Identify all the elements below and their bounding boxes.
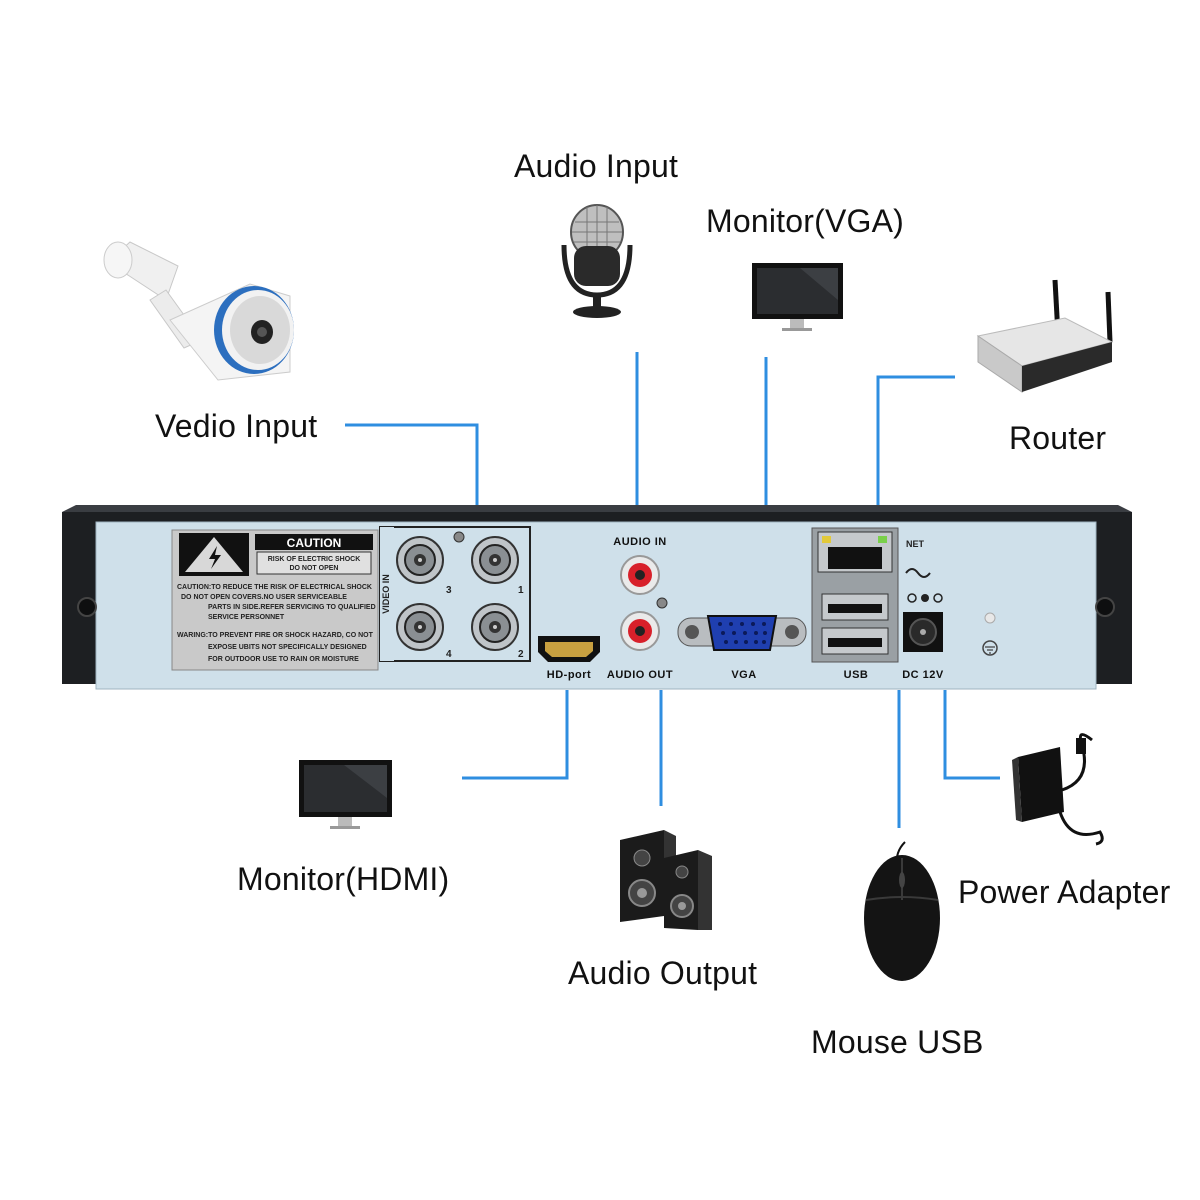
warning-line: PARTS IN SIDE.REFER SERVICING TO QUALIFI… <box>208 604 376 611</box>
audio-in-label: AUDIO IN <box>613 536 667 548</box>
connector-lines <box>345 352 1000 828</box>
warning-line: EXPOSE UBITS NOT SPECIFICALLY DESIGNED <box>208 644 367 651</box>
caution-sub2: DO NOT OPEN <box>289 565 338 572</box>
net-usb-block: USB NET <box>811 527 925 681</box>
monitor-vga-icon <box>752 263 843 331</box>
vga-label: VGA <box>731 669 756 681</box>
caution-sticker: CAUTION RISK OF ELECTRIC SHOCK DO NOT OP… <box>171 529 379 671</box>
audio-output-label: Audio Output <box>568 955 758 991</box>
router-icon <box>976 279 1114 393</box>
bnc-number: 1 <box>518 585 524 596</box>
net-label: NET <box>906 539 925 549</box>
warning-line: FOR OUTDOOR USE TO RAIN OR MOISTURE <box>208 656 359 663</box>
hdmi-port: HD-port <box>538 636 600 681</box>
bnc-number: 3 <box>446 585 452 596</box>
caution-title: CAUTION <box>287 536 342 550</box>
microphone-icon <box>561 204 633 318</box>
video-in-label: VIDEO IN <box>381 574 391 614</box>
monitor-hdmi-icon <box>299 760 392 829</box>
bnc-number: 2 <box>518 649 524 660</box>
dc-power-port: DC 12V <box>902 568 944 681</box>
power-adapter-label: Power Adapter <box>958 874 1171 910</box>
monitor-vga-label: Monitor(VGA) <box>706 203 904 239</box>
vga-port: VGA <box>677 615 807 681</box>
bnc-connectors <box>396 536 519 651</box>
usb-label: USB <box>844 669 869 681</box>
bnc-connector-3 <box>396 536 444 584</box>
warning-line: CAUTION:TO REDUCE THE RISK OF ELECTRICAL… <box>177 584 372 591</box>
bnc-connector-1 <box>471 536 519 584</box>
line-power-adapter <box>943 690 1000 780</box>
mouse-icon <box>864 841 940 981</box>
audio-out-label: AUDIO OUT <box>607 669 673 681</box>
vedio-input-label: Vedio Input <box>155 408 318 444</box>
bnc-connector-2 <box>471 603 519 651</box>
hd-port-label: HD-port <box>547 669 591 681</box>
video-in-block: VIDEO IN 3 1 4 2 <box>379 526 531 662</box>
line-router <box>876 375 955 505</box>
line-video-input <box>345 423 479 505</box>
monitor-hdmi-label: Monitor(HDMI) <box>237 861 450 897</box>
warning-line: WARING:TO PREVENT FIRE OR SHOCK HAZARD, … <box>177 632 374 639</box>
dc-label: DC 12V <box>902 669 944 681</box>
power-adapter-icon <box>1012 733 1104 846</box>
router-label: Router <box>1009 420 1107 456</box>
warning-line: DO NOT OPEN COVERS.NO USER SERVICEABLE <box>181 594 347 601</box>
caution-sub1: RISK OF ELECTRIC SHOCK <box>268 556 361 563</box>
line-monitor-hdmi <box>462 690 569 780</box>
mouse-usb-label: Mouse USB <box>811 1024 984 1060</box>
audio-input-label: Audio Input <box>514 148 679 184</box>
dvr-back-panel: CAUTION RISK OF ELECTRIC SHOCK DO NOT OP… <box>62 505 1132 690</box>
ground-icon <box>982 640 998 656</box>
bnc-number: 4 <box>446 649 452 660</box>
warning-line: SERVICE PERSONNET <box>208 614 285 621</box>
bnc-connector-4 <box>396 603 444 651</box>
audio-ports: AUDIO IN AUDIO OUT <box>607 536 673 681</box>
camera-icon <box>103 241 294 381</box>
speakers-icon <box>620 830 712 930</box>
